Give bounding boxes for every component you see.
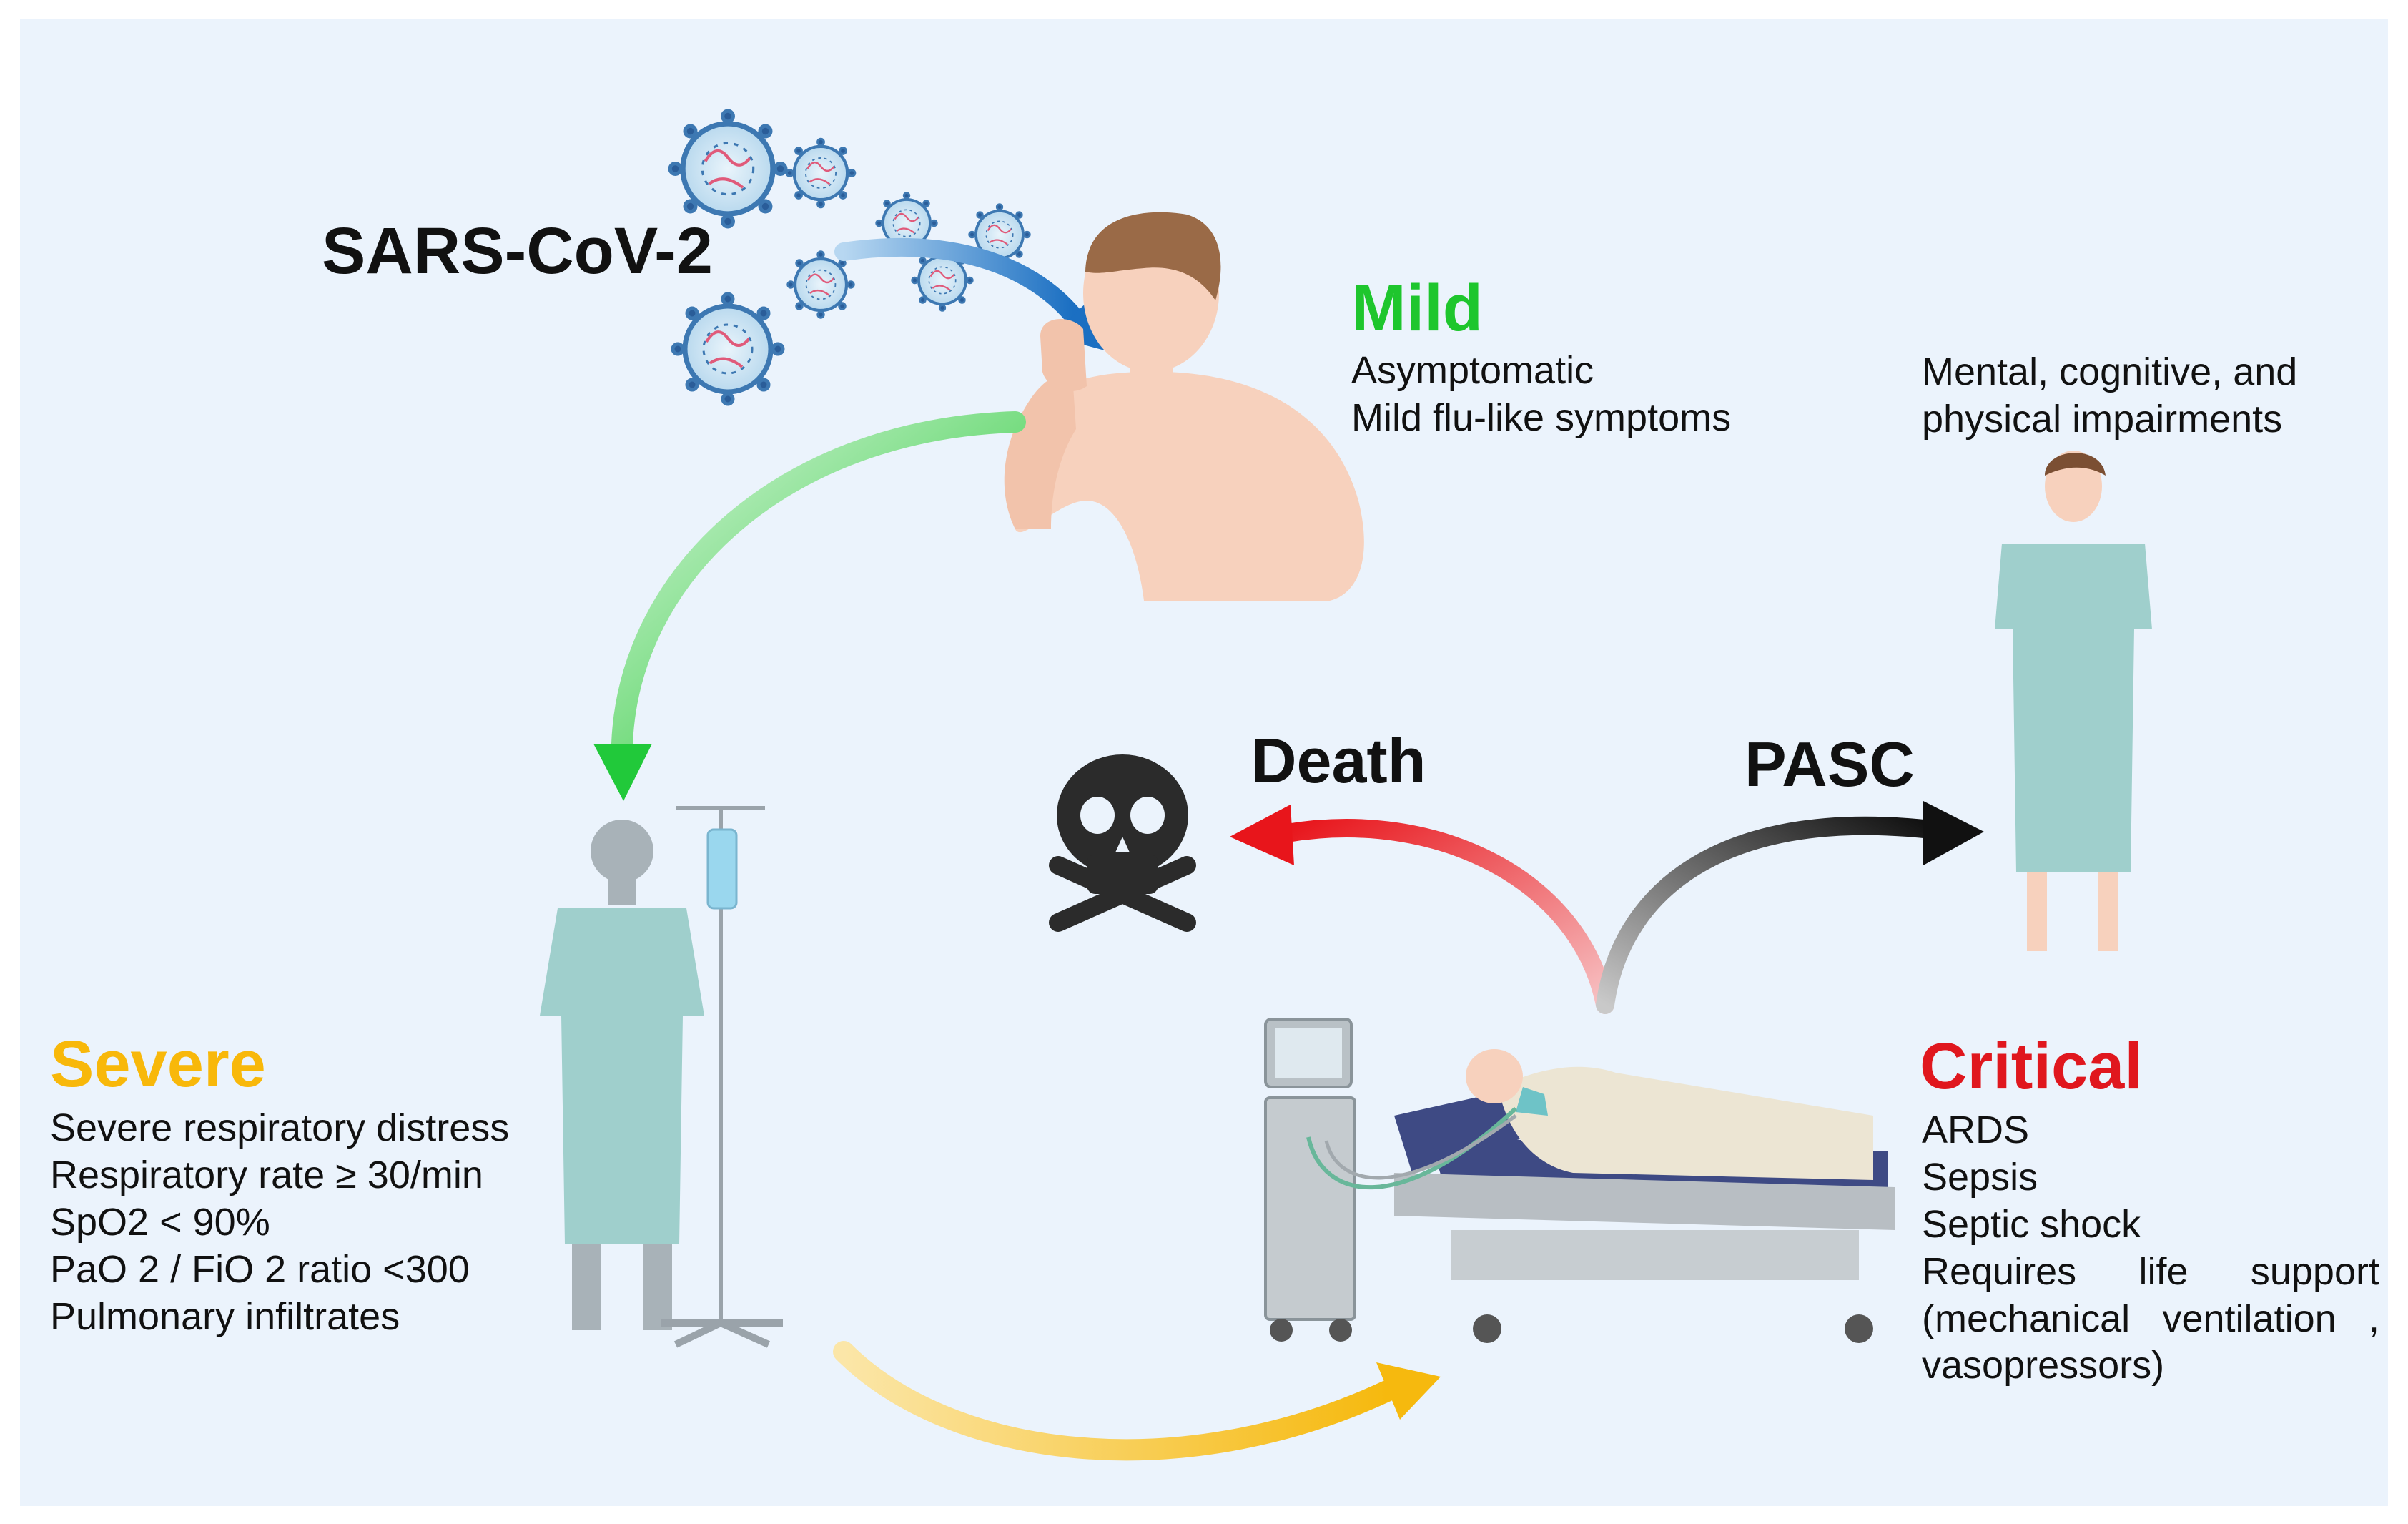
mild-to-severe-arrow — [593, 411, 1026, 801]
pasc-note-line: physical impairments — [1922, 397, 2283, 441]
severe-line: Severe respiratory distress — [50, 1106, 510, 1149]
coughing-man-icon — [1004, 212, 1364, 601]
severe-line: Respiratory rate ≥ 30/min — [50, 1153, 483, 1196]
mild-title: Mild — [1351, 272, 1483, 345]
critical-line: Sepsis — [1922, 1155, 2038, 1199]
mild-description: Asymptomatic Mild flu-like symptoms — [1351, 348, 1731, 442]
pasc-label: PASC — [1745, 729, 1915, 800]
virus-label: SARS-CoV-2 — [322, 215, 713, 287]
critical-word: Requires — [1922, 1249, 2077, 1293]
severe-line: PaO 2 / FiO 2 ratio <300 — [50, 1247, 470, 1291]
skull-crossbones-icon — [1049, 754, 1196, 932]
severe-title: Severe — [50, 1028, 266, 1101]
pasc-note-line: Mental, cognitive, and — [1922, 350, 2298, 393]
mild-line: Mild flu-like symptoms — [1351, 395, 1732, 439]
severe-line: SpO2 < 90% — [50, 1200, 270, 1244]
mild-line: Asymptomatic — [1351, 349, 1594, 392]
severe-line: Pulmonary infiltrates — [50, 1294, 400, 1338]
critical-word: ventilation — [2162, 1297, 2337, 1340]
pasc-note: Mental, cognitive, and physical impairme… — [1922, 349, 2297, 443]
critical-word: support — [2250, 1249, 2379, 1293]
critical-line: ARDS — [1922, 1108, 2030, 1151]
critical-vent-line: (mechanical ventilation , — [1922, 1296, 2379, 1343]
death-label: Death — [1251, 725, 1426, 796]
severe-description: Severe respiratory distress Respiratory … — [50, 1105, 509, 1340]
patient-with-iv-icon — [540, 806, 783, 1348]
critical-description: ARDS Sepsis Septic shock Requires life s… — [1922, 1107, 2379, 1390]
critical-line: vasopressors) — [1922, 1344, 2165, 1387]
critical-word: (mechanical — [1922, 1297, 2131, 1340]
critical-line: Septic shock — [1922, 1202, 2141, 1246]
critical-word: life — [2138, 1249, 2189, 1293]
icu-bed-ventilator-icon — [1264, 1018, 1895, 1343]
recovered-patient-icon — [1995, 451, 2152, 951]
severe-to-critical-arrow — [833, 1341, 1441, 1461]
critical-word: , — [2368, 1297, 2379, 1340]
death-arrow — [1230, 805, 1614, 1014]
critical-title: Critical — [1920, 1030, 2143, 1103]
critical-support-line: Requires life support — [1922, 1249, 2379, 1296]
pasc-arrow — [1596, 801, 1984, 1014]
